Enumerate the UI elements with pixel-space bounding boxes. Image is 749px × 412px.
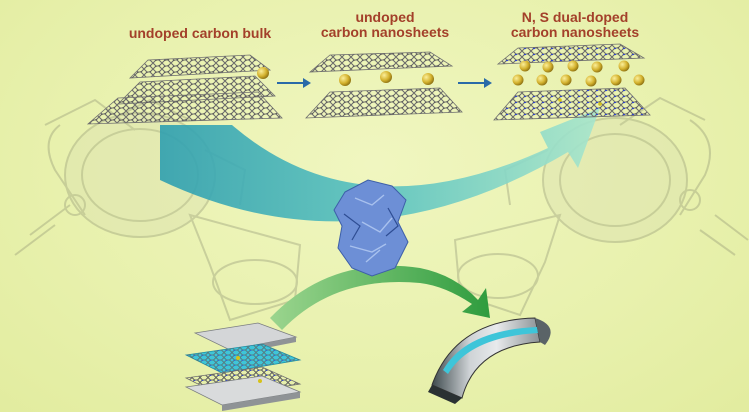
- flexible-battery-icon: [428, 317, 551, 404]
- label-undoped-nanosheets: undoped carbon nanosheets: [320, 9, 450, 40]
- lower-arrow: [270, 265, 490, 330]
- label-doped-nanosheets: N, S dual-doped carbon nanosheets: [510, 9, 640, 40]
- doped-nanosheet-model: [493, 43, 651, 121]
- step-arrow-1: [277, 78, 311, 88]
- step-arrow-2: [458, 78, 492, 88]
- label-undoped-bulk: undoped carbon bulk: [128, 25, 272, 41]
- bulk-carbon-model: [86, 54, 283, 125]
- sweep-arrow: [160, 108, 600, 222]
- undoped-nanosheet-model: [305, 51, 463, 119]
- crumpled-nanosheet-icon: [333, 179, 409, 277]
- right-ball-mill-jar-icon: [453, 96, 749, 317]
- layered-device-icon: [184, 322, 302, 411]
